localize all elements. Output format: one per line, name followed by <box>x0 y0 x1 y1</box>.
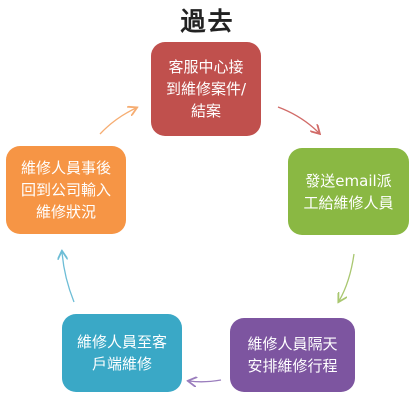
step-customer-service-case: 客服中心接 到維修案件/ 結案 <box>151 42 261 136</box>
step-schedule-next-day: 維修人員隔天 安排維修行程 <box>230 318 355 392</box>
diagram-title: 過去 <box>180 7 235 36</box>
step-input-repair-status: 維修人員事後 回到公司輸入 維修狀況 <box>6 146 126 234</box>
step-email-dispatch: 發送email派 工給維修人員 <box>288 148 409 235</box>
arrow-n1-to-n2 <box>277 106 319 133</box>
arrow-n3-to-n4 <box>189 380 222 382</box>
arrow-n2-to-n3 <box>339 253 355 301</box>
arrow-n5-to-n1 <box>99 108 136 135</box>
arrow-n4-to-n5 <box>62 252 75 303</box>
step-onsite-repair: 維修人員至客 戶端維修 <box>62 314 182 392</box>
